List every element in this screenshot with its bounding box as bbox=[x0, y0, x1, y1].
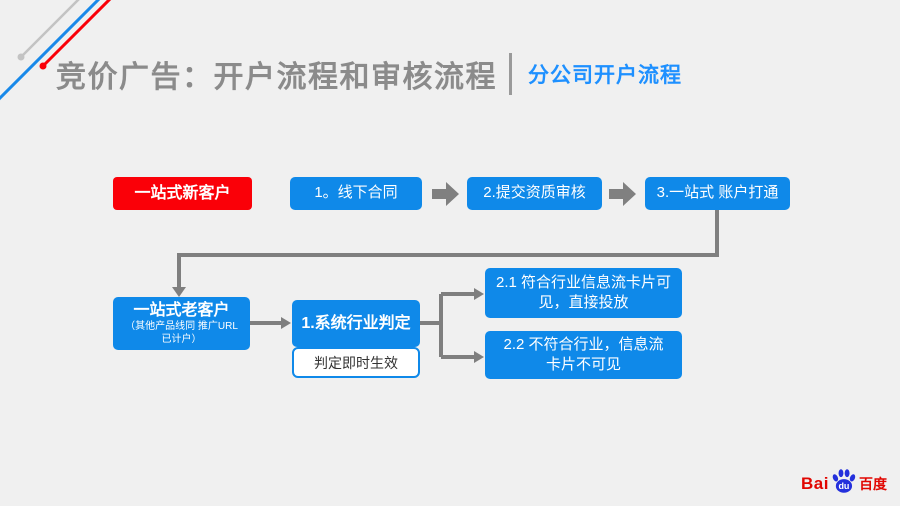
flow-arrow-icon bbox=[609, 181, 637, 207]
flow-arrow-icon bbox=[432, 181, 460, 207]
flow-box-old-customer: 一站式老客户 （其他产品线同 推广URL 已计户） bbox=[113, 297, 250, 350]
baidu-paw-icon: du bbox=[832, 469, 856, 493]
title-divider bbox=[509, 53, 512, 95]
old-customer-note: （其他产品线同 推广URL 已计户） bbox=[125, 321, 238, 345]
flow-box-submit-qualification: 2.提交资质审核 bbox=[467, 177, 602, 210]
page-subtitle: 分公司开户流程 bbox=[528, 64, 682, 87]
baidu-logo-cn-text: 百度 bbox=[859, 476, 887, 492]
flow-box-outcome-nomatch: 2.2 不符合行业，信息流卡片不可见 bbox=[485, 331, 682, 379]
flow-box-outcome-match: 2.1 符合行业信息流卡片可见，直接投放 bbox=[485, 268, 682, 318]
old-customer-title: 一站式老客户 bbox=[133, 301, 230, 319]
page-title: 竞价广告：开户流程和审核流程 bbox=[56, 61, 497, 94]
flow-box-account-open: 3.一站式 账户打通 bbox=[645, 177, 790, 210]
slide-header: 竞价广告：开户流程和审核流程 分公司开户流程 bbox=[56, 52, 682, 96]
baidu-logo-du-text: du bbox=[838, 481, 849, 491]
flow-box-industry-judge: 1.系统行业判定 bbox=[292, 300, 420, 347]
baidu-logo-bai-text: Bai bbox=[801, 474, 829, 493]
flow-box-offline-contract: 1。线下合同 bbox=[290, 177, 422, 210]
judge-note-label: 判定即时生效 bbox=[292, 347, 420, 378]
corner-decoration-lines bbox=[0, 0, 150, 115]
baidu-logo: Bai du 百度 bbox=[801, 467, 887, 495]
flow-box-new-customer: 一站式新客户 bbox=[113, 177, 252, 210]
